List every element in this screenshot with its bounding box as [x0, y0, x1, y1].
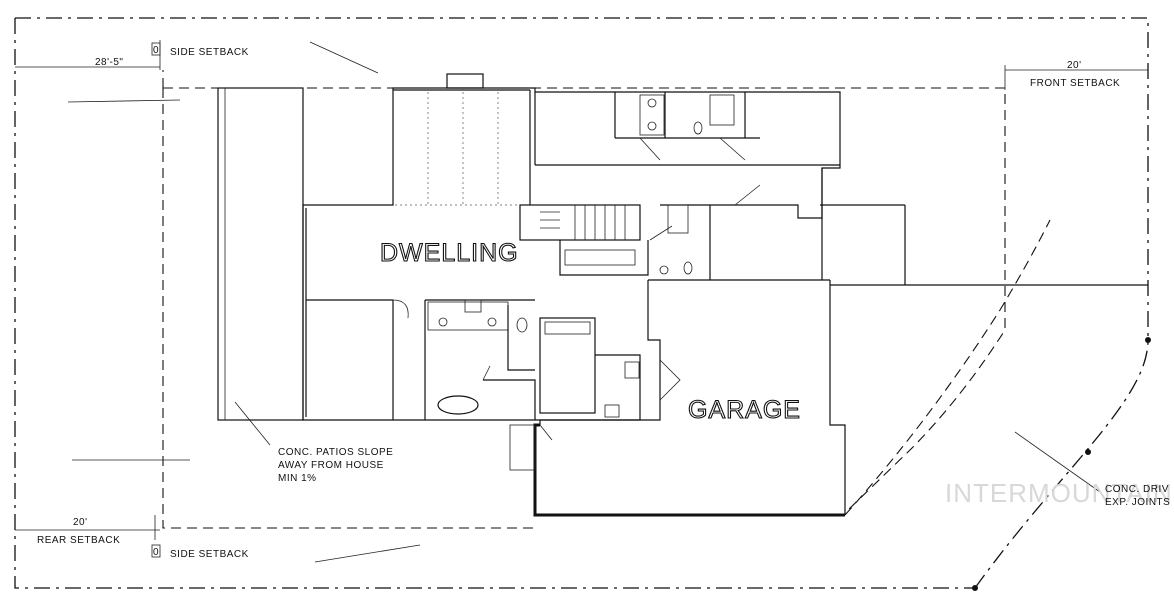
mid-right-rooms — [648, 184, 1148, 286]
setback-lines — [162, 70, 1006, 529]
patio-note-line-1: CONC. PATIOS SLOPE — [278, 447, 393, 458]
side-setback-top-text: SIDE SETBACK — [170, 47, 249, 58]
rear-setback-label: REAR SETBACK — [37, 535, 120, 546]
side-setback-bottom-value: 0 — [153, 547, 159, 558]
dimension-lines — [15, 40, 1148, 563]
side-dimension: 28'-5" — [95, 57, 123, 68]
front-dimension: 20' — [1067, 60, 1082, 71]
garage-label: GARAGE — [688, 396, 801, 424]
watermark: INTERMOUNTAIN — [945, 478, 1173, 508]
driveway-edge — [844, 219, 1051, 516]
driveway-note-line-1: CONC. DRIV — [1105, 484, 1169, 495]
patio-outline — [217, 87, 304, 421]
dwelling-label: DWELLING — [380, 239, 519, 267]
property-line — [14, 17, 1149, 589]
house-walls — [302, 73, 841, 421]
upper-baths — [614, 92, 760, 161]
stairs — [519, 204, 649, 276]
garage-walls — [509, 280, 846, 517]
front-setback-label: FRONT SETBACK — [1030, 78, 1120, 89]
laundry — [539, 317, 641, 421]
side-setback-top-value: 0 — [153, 45, 159, 56]
setback-zero-markers — [151, 42, 161, 558]
master-bath — [427, 299, 536, 420]
driveway-joints — [972, 337, 1151, 591]
patio-note-line-3: MIN 1% — [278, 473, 317, 484]
driveway-note-line-2: EXP. JOINTS — [1105, 497, 1170, 508]
rear-dimension: 20' — [73, 517, 88, 528]
side-setback-bottom-text: SIDE SETBACK — [170, 549, 249, 560]
patio-note-line-2: AWAY FROM HOUSE — [278, 460, 384, 471]
